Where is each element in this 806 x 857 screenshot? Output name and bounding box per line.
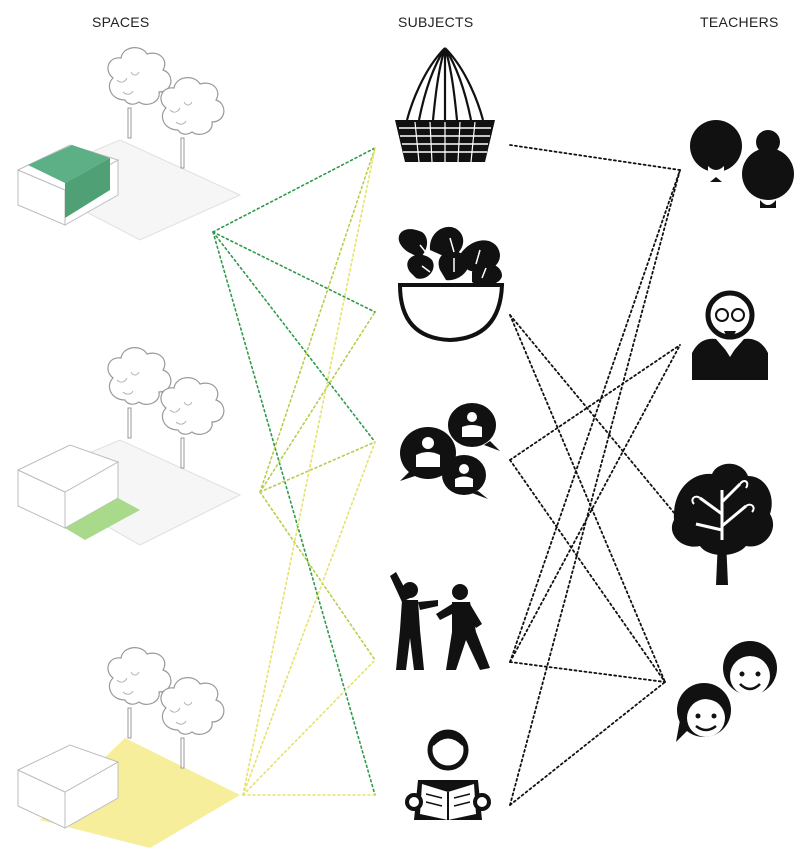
subject-3-to-teacher-4-link: [509, 459, 666, 683]
spaces-header: SPACES: [92, 14, 150, 30]
space-1-to-subject-1-link: [212, 147, 376, 233]
space-1-to-subject-3-link: [212, 231, 376, 443]
child-reading-icon: [405, 729, 491, 820]
subject-2-to-teacher-3-link: [509, 314, 681, 521]
space-1-to-subject-2-link: [212, 231, 376, 313]
subject-3-to-teacher-2-link: [509, 344, 681, 461]
space-3-to-subject-4-link: [242, 659, 376, 796]
plant-bowl-icon: [397, 226, 505, 343]
subject-4-to-teacher-4-link: [509, 661, 666, 683]
children-faces-icon: [676, 641, 777, 742]
subject-5-to-teacher-4-link: [509, 681, 666, 806]
subject-4-to-teacher-2-link: [509, 344, 681, 663]
space-3-to-subject-3-link: [242, 441, 376, 796]
space-3-illustration: [16, 646, 240, 848]
space-1-illustration: [16, 46, 242, 241]
space-2-to-subject-2-link: [259, 311, 376, 493]
grandfather-icon: [692, 290, 768, 380]
conversation-bubbles-icon: [400, 403, 500, 499]
subject-5-to-teacher-1-link: [509, 169, 681, 806]
space-3-to-subject-1-link: [242, 147, 376, 796]
subject-2-to-teacher-4-link: [509, 314, 666, 683]
space-2-to-subject-1-link: [259, 147, 376, 493]
space-2-to-subject-4-link: [259, 491, 376, 661]
tree-icon: [671, 463, 774, 585]
space-2-to-subject-3-link: [259, 441, 376, 493]
space-2-illustration: [16, 346, 242, 546]
subjects-header: SUBJECTS: [398, 14, 474, 30]
teachers-header: TEACHERS: [700, 14, 779, 30]
space-1-to-subject-5-link: [212, 231, 376, 796]
elderly-couple-icon: [690, 120, 794, 208]
basket-weaving-icon: [395, 47, 495, 163]
links-layer: [212, 144, 681, 806]
people-exercise-icon: [390, 572, 490, 670]
subject-4-to-teacher-1-link: [509, 169, 681, 663]
subject-1-to-teacher-1-link: [509, 144, 681, 171]
